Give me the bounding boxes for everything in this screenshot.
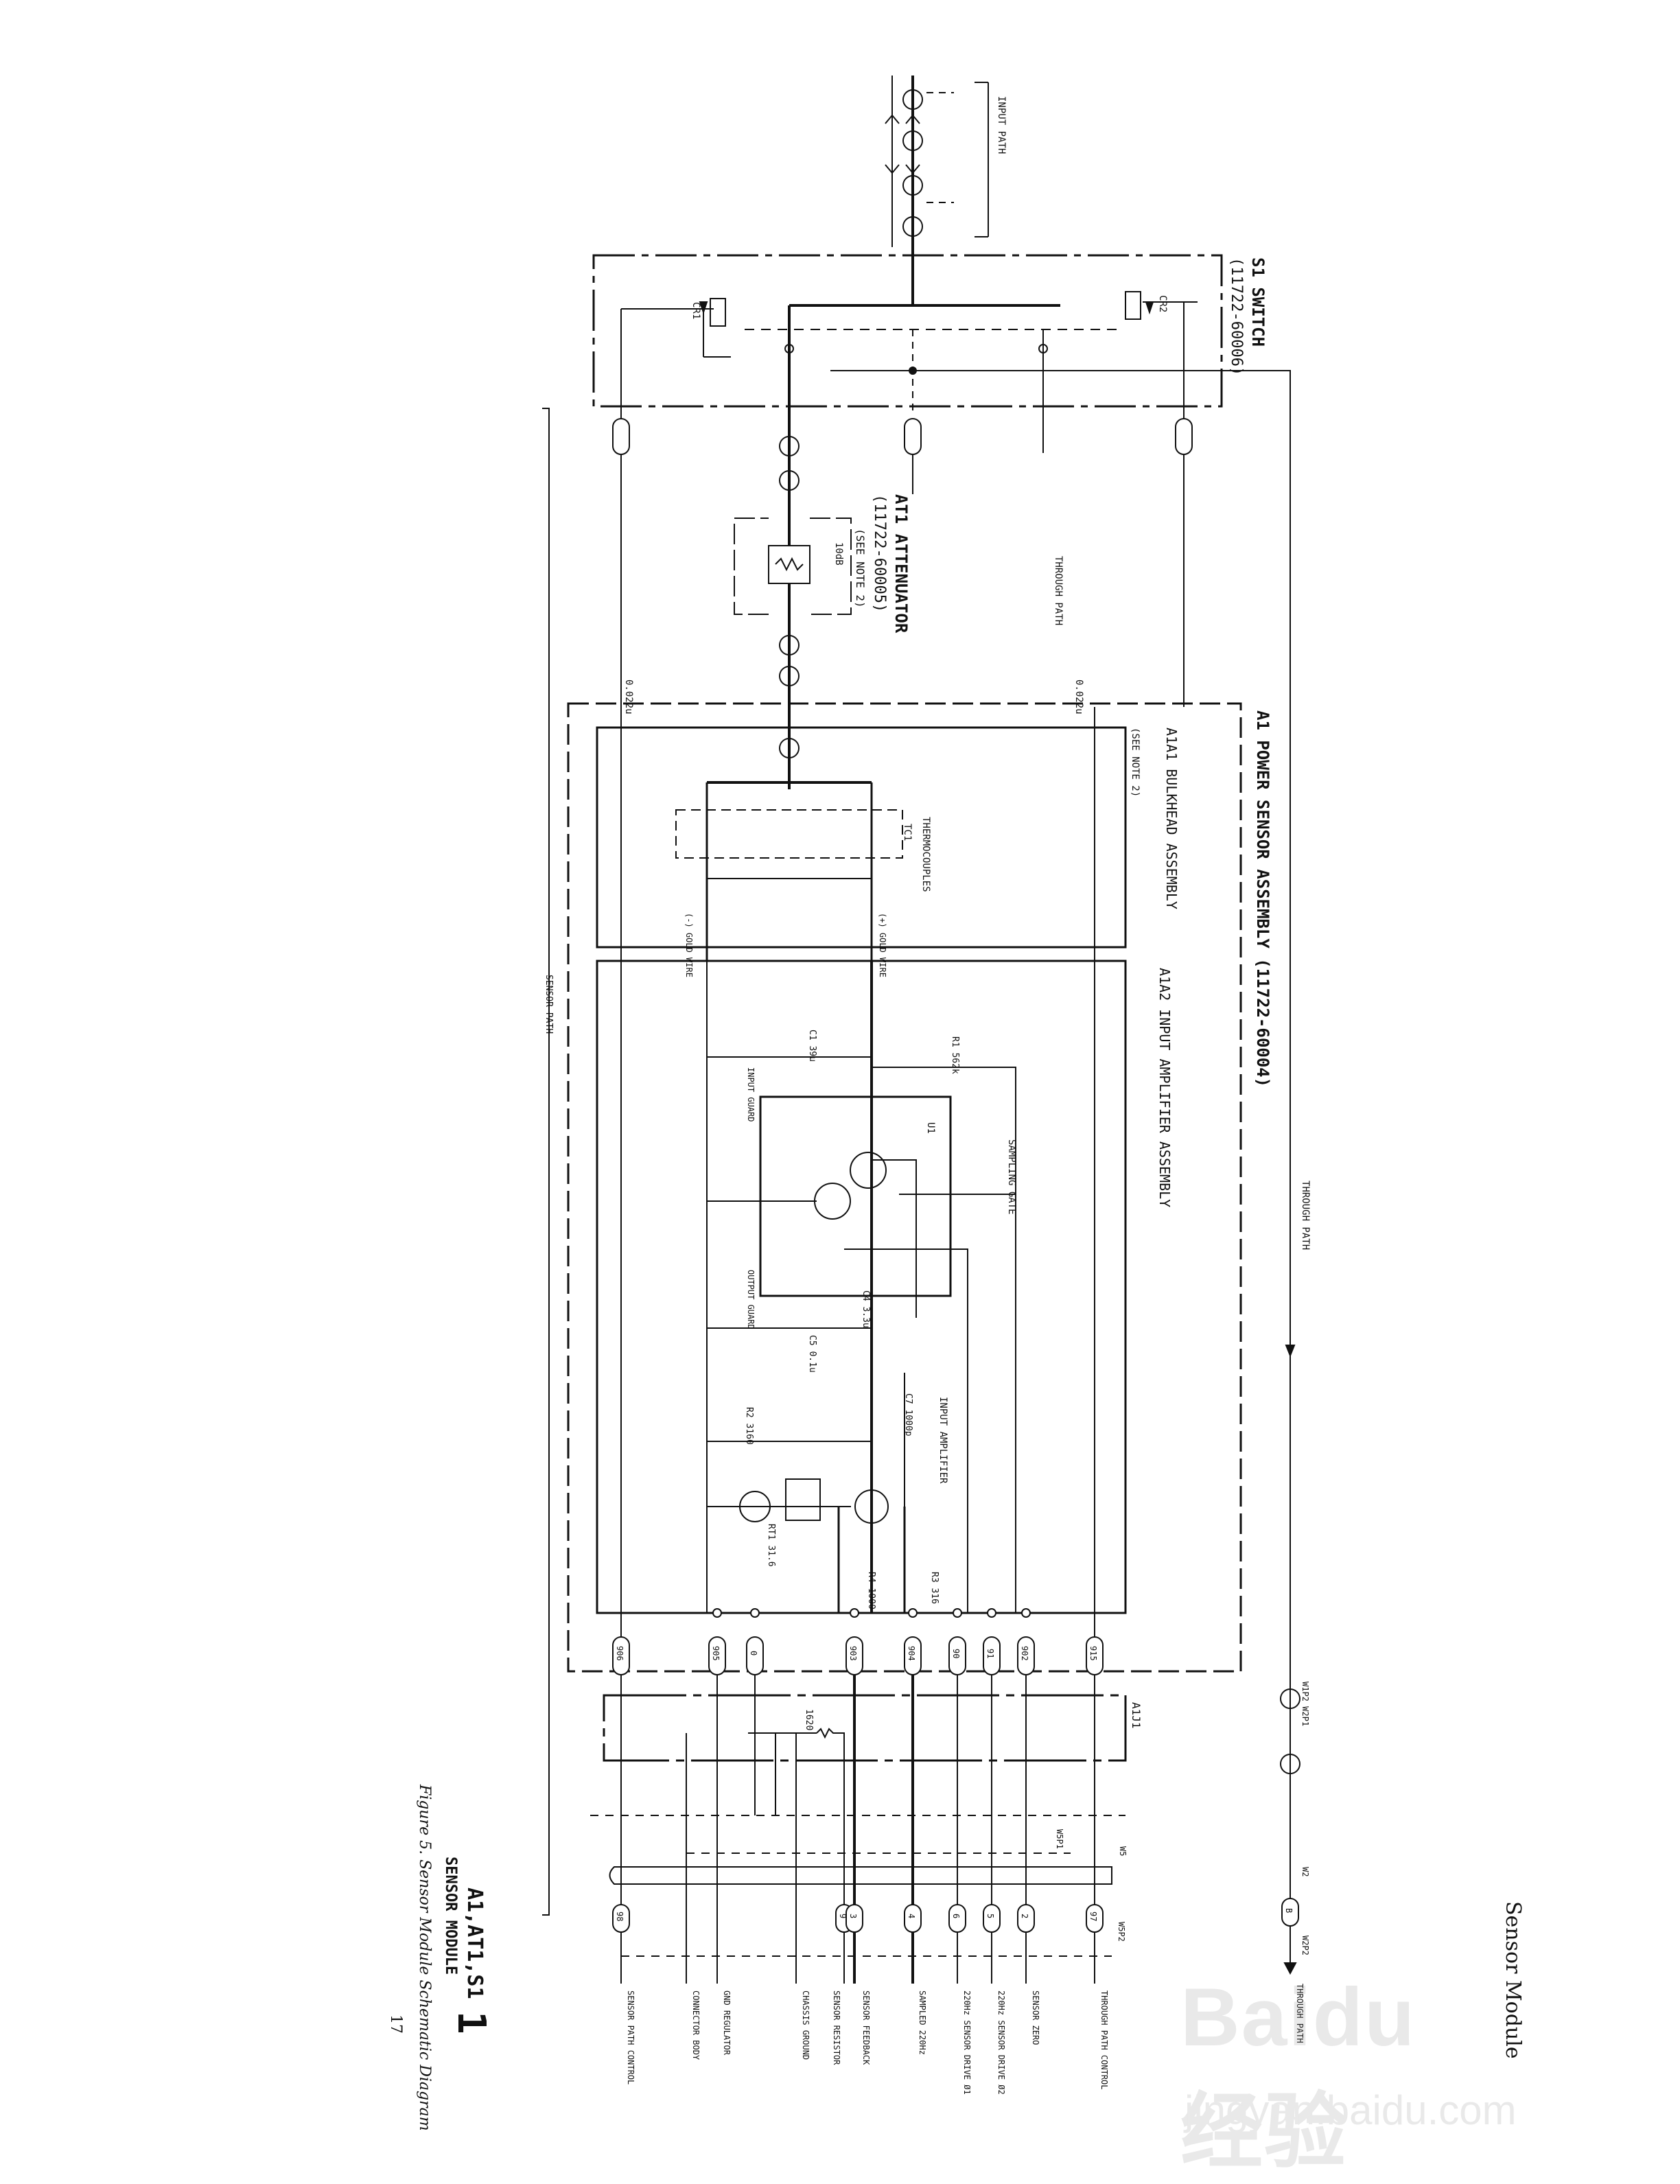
input-guard-label: INPUT GUARD <box>746 1067 756 1122</box>
tc1-label: TC1 <box>902 824 913 841</box>
labels: Sensor Module INPUT PATH S1 SWITCH (1172… <box>387 96 1525 2131</box>
signal-gnd-regulator: GND REGULATOR <box>722 1990 732 2056</box>
badge-90: 90 <box>951 1649 961 1658</box>
s1-switch-part-number: (11722-60006) <box>1228 257 1245 375</box>
w5-badge-98: 98 <box>615 1912 625 1921</box>
running-title: Sensor Module <box>1501 1901 1525 2059</box>
badge-903: 903 <box>848 1646 858 1661</box>
signal-connector-body: CONNECTOR BODY <box>691 1990 701 2060</box>
at1-title: AT1 ATTENUATOR <box>891 494 911 634</box>
badge-0: 0 <box>749 1651 758 1656</box>
a1a2-title: A1A2 INPUT AMPLIFIER ASSEMBLY <box>1156 968 1173 1207</box>
w5-badge-6: 6 <box>951 1914 961 1918</box>
at1-value: 10dB <box>833 542 844 566</box>
w5-badge-3: 3 <box>848 1914 858 1918</box>
through-path-label: THROUGH PATH <box>1053 556 1064 625</box>
thermocouples-label: THERMOCOUPLES <box>920 817 931 892</box>
signal-drive-1: 220Hz SENSOR DRIVE Ø1 <box>962 1990 972 2095</box>
s1-switch-title: S1 SWITCH <box>1248 257 1268 347</box>
sensor-path-bracket <box>542 408 550 1916</box>
w5p2-label: W5P2 <box>1117 1922 1126 1942</box>
signal-through-path-control: THROUGH PATH CONTROL <box>1099 1990 1109 2090</box>
w5-badge-4: 4 <box>907 1914 916 1918</box>
rt1-31.6: RT1 31.6 <box>766 1524 776 1567</box>
input-amplifier-label: INPUT AMPLIFIER <box>937 1397 948 1484</box>
signal-sensor-feedback: SENSOR FEEDBACK <box>861 1990 871 2065</box>
signal-sampled-220hz: SAMPLED 220Hz <box>918 1990 927 2055</box>
u1-label: U1 <box>925 1122 936 1134</box>
a1a1-title: A1A1 BULKHEAD ASSEMBLY <box>1163 728 1180 909</box>
c4-3.3u: C4 3.3u <box>861 1290 871 1328</box>
c7-1000p: C7 1000p <box>903 1393 913 1437</box>
a1-c1-label: 0.022u <box>623 679 634 715</box>
w5p1-label: W5P1 <box>1055 1829 1064 1849</box>
gold-wire-minus: (-) GOLD WIRE <box>684 913 694 977</box>
badge-905: 905 <box>711 1646 721 1661</box>
through-path-label-lower: THROUGH PATH <box>1300 1181 1311 1250</box>
signal-drive-2: 220Hz SENSOR DRIVE Ø2 <box>996 1990 1006 2095</box>
a1j1-title: A1J1 <box>1130 1702 1143 1729</box>
sensor-path-label: SENSOR PATH <box>544 975 554 1034</box>
page-number: 17 <box>387 2014 404 2034</box>
w5-badge-2: 2 <box>1020 1914 1029 1918</box>
sampling-gate-label: SAMPLING GATE <box>1006 1139 1017 1215</box>
r3-316: R3 316 <box>929 1572 940 1604</box>
badge-91: 91 <box>985 1649 995 1658</box>
a1a2-amplifier-box <box>596 960 1127 1614</box>
gold-wire-plus: (+) GOLD WIRE <box>878 913 887 977</box>
w5-badge-97: 97 <box>1088 1912 1098 1921</box>
w2-label: W2 <box>1300 1867 1310 1877</box>
w5-label: W5 <box>1118 1846 1128 1856</box>
wire-badge-row <box>612 1636 1104 1675</box>
a1-power-sensor-box <box>567 679 1242 1673</box>
cr2-label: CR2 <box>1157 295 1168 312</box>
w1p2-w2p1-label: W1P2 W2P1 <box>1300 1682 1310 1726</box>
a1-c2-label: 0.022u <box>1073 679 1084 715</box>
r2-3160: R2 3160 <box>744 1407 754 1445</box>
c5-0.1u: C5 0.1u <box>807 1335 817 1373</box>
through-path-wire <box>1042 367 1300 1975</box>
cr1-label: CR1 <box>690 302 701 319</box>
w5-badge-9: 9 <box>838 1914 848 1918</box>
signal-sensor-zero: SENSOR ZERO <box>1031 1990 1040 2045</box>
a1j1-box <box>603 1694 1127 1815</box>
figure-caption: Figure 5. Sensor Module Schematic Diagra… <box>416 1784 433 2131</box>
a1a1-bulkhead-box <box>596 726 1127 961</box>
w5-badge-5: 5 <box>985 1914 995 1918</box>
r4-1000: R4 1000 <box>866 1572 876 1610</box>
w5-badges <box>612 1904 1104 1933</box>
badge-904: 904 <box>907 1646 916 1661</box>
at1-part-number: (11722-60005) <box>871 494 888 612</box>
a1a1-note: (SEE NOTE 2) <box>1130 728 1141 797</box>
module-id: A1,AT1,S1 <box>463 1887 487 1999</box>
signal-sensor-resistor: SENSOR RESISTOR <box>832 1990 841 2065</box>
signal-chassis-ground: CHASSIS GROUND <box>801 1990 810 2060</box>
w2p2-label: W2P2 <box>1300 1936 1310 1955</box>
section-number: 1 <box>449 2011 493 2034</box>
c1-39u: C1 39u <box>807 1030 817 1062</box>
module-name: SENSOR MODULE <box>442 1857 459 1975</box>
signal-lines <box>590 1675 1125 1984</box>
signal-through-path-end: THROUGH PATH <box>1295 1984 1305 2043</box>
output-guard-label: OUTPUT GUARD <box>746 1270 756 1329</box>
a1-title: A1 POWER SENSOR ASSEMBLY (11722-60004) <box>1253 710 1272 1087</box>
a1a2-output-pins <box>712 1608 1031 1618</box>
through-badge-b: B <box>1284 1908 1294 1913</box>
at1-note: (SEE NOTE 2) <box>854 528 867 608</box>
r1-562k: R1 562k <box>950 1036 960 1074</box>
badge-915: 915 <box>1088 1646 1098 1661</box>
a1j1-resistor: 1620 <box>804 1709 814 1730</box>
signal-sensor-path-control: SENSOR PATH CONTROL <box>626 1990 635 2084</box>
at1-attenuator <box>734 412 852 789</box>
input-path-label: INPUT PATH <box>996 96 1007 154</box>
badge-906: 906 <box>615 1646 625 1661</box>
input-path-connectors <box>885 75 989 247</box>
s1-switch-box <box>592 247 1223 453</box>
badge-902: 902 <box>1020 1646 1029 1661</box>
